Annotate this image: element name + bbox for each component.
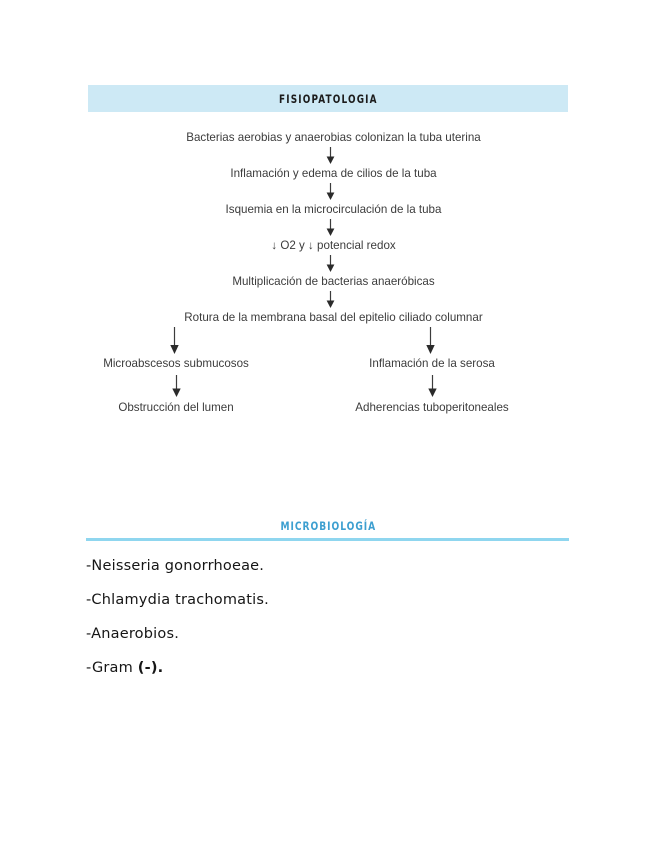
arrow-down-icon	[0, 289, 655, 311]
section-header-microbiologia-label: MICROBIOLOGÍA	[280, 519, 376, 533]
list-item: -Chlamydia trachomatis.	[86, 583, 566, 617]
flow-step: Inflamación de la serosa	[369, 357, 495, 370]
arrow-down-icon	[0, 253, 655, 275]
flowchart-fisiopatologia: Bacterias aerobias y anaerobias coloniza…	[0, 131, 655, 423]
list-item-text: -Chlamydia trachomatis.	[86, 592, 269, 608]
flow-branch-left: Microabscesos submucosos Obstrucción del…	[46, 357, 306, 415]
flow-step: Obstrucción del lumen	[118, 401, 234, 414]
arrow-down-icon	[168, 325, 181, 360]
flow-step: Microabscesos submucosos	[103, 357, 249, 370]
list-item-text: -Neisseria gonorrhoeae.	[86, 558, 265, 574]
flow-step: Isquemia en la microcirculación de la tu…	[225, 203, 442, 216]
section-header-fisiopatologia: FISIOPATOLOGIA	[88, 85, 568, 112]
flow-step: Adherencias tuboperitoneales	[355, 401, 509, 414]
list-item-text: -Gram	[86, 660, 138, 676]
arrow-down-icon	[302, 371, 562, 401]
section-header-microbiologia: MICROBIOLOGÍA	[88, 517, 568, 535]
flow-step: ↓ O2 y ↓ potencial redox	[271, 239, 396, 252]
flow-step: Rotura de la membrana basal del epitelio…	[184, 311, 483, 324]
list-item: -Anaerobios.	[86, 617, 566, 651]
arrow-down-icon	[0, 217, 655, 239]
flow-step: Multiplicación de bacterias anaeróbicas	[232, 275, 435, 288]
list-item-text: -Anaerobios.	[86, 626, 180, 642]
flow-branch-arrows	[0, 325, 655, 357]
arrow-down-icon	[0, 181, 655, 203]
arrow-down-icon	[46, 371, 306, 401]
section-header-fisiopatologia-label: FISIOPATOLOGIA	[278, 91, 378, 106]
microbiologia-list: -Neisseria gonorrhoeae. -Chlamydia trach…	[86, 549, 566, 685]
section-divider	[86, 538, 569, 541]
list-item: -Neisseria gonorrhoeae.	[86, 549, 566, 583]
flow-branch-columns: Microabscesos submucosos Obstrucción del…	[0, 357, 655, 423]
list-item-emphasis: (-).	[137, 660, 164, 676]
arrow-down-icon	[424, 325, 437, 360]
arrow-down-icon	[0, 145, 655, 167]
list-item: -Gram (-).	[86, 651, 566, 685]
flow-step: Inflamación y edema de cilios de la tuba	[230, 167, 437, 180]
flow-step: Bacterias aerobias y anaerobias coloniza…	[186, 131, 481, 144]
flow-branch-right: Inflamación de la serosa Adherencias tub…	[302, 357, 562, 415]
